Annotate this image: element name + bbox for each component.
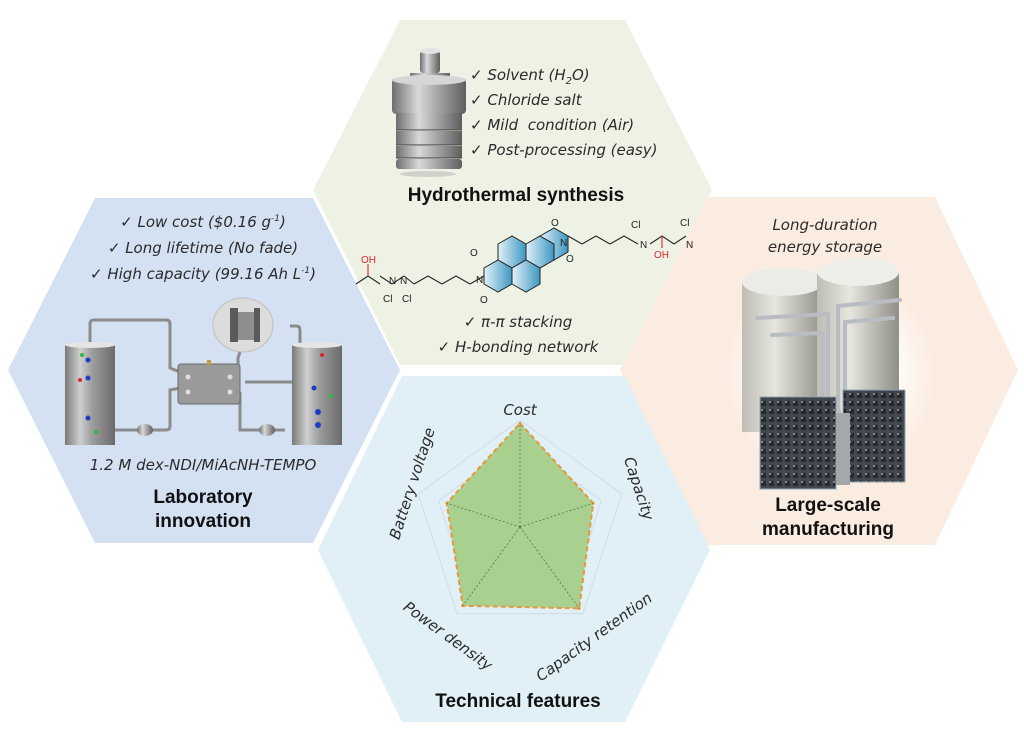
manufacturing-subtitle-line1: Long-duration	[772, 216, 877, 234]
radar-point-cost	[518, 421, 522, 425]
chloride-3: Cl	[680, 218, 689, 229]
synthesis-check-postprocessing: ✓ Post-processing (easy)	[470, 141, 657, 159]
lab-title-line1: Laboratory	[153, 487, 253, 508]
autoclave-icon	[392, 48, 466, 177]
lab-check-capacity: ✓ High capacity (99.16 Ah L-1)	[90, 265, 316, 283]
dex-ndi-molecule: OH N O O N Cl N Cl OH N O O N Cl N Cl	[355, 218, 693, 306]
carbonyl-o-right: O	[566, 254, 574, 265]
carbonyl-o-bottom: O	[480, 295, 488, 306]
features-title: Technical features	[435, 691, 600, 712]
hydroxyl-label-right: OH	[654, 250, 669, 261]
hydroxyl-label-left: OH	[361, 255, 376, 266]
ammonium-n-0: N	[389, 276, 396, 287]
radar-spoke-power-density	[462, 526, 521, 607]
imide-n-right: N	[560, 238, 567, 249]
naphthalene-diimide-core	[483, 227, 569, 293]
radar-grid-ring	[417, 419, 623, 615]
ammonium-n-2: N	[640, 240, 647, 251]
radar-spoke-battery-voltage	[446, 502, 521, 528]
manufacturing-title-line2: manufacturing	[762, 519, 894, 540]
radar-spokes	[446, 423, 594, 609]
carbonyl-o-top: O	[551, 218, 559, 229]
synthesis-checklist: ✓ Solvent (H2O) ✓ Chloride salt ✓ Mild c…	[470, 66, 657, 159]
synthesis-check-salt: ✓ Chloride salt	[470, 91, 583, 109]
radar-label-cost: Cost	[503, 401, 537, 419]
chloride-1: Cl	[402, 294, 411, 305]
synthesis-interactions: ✓ π-π stacking ✓ H-bonding network	[438, 313, 600, 356]
chloride-2: Cl	[631, 220, 640, 231]
ammonium-n-3: N	[686, 240, 693, 251]
chloride-0: Cl	[383, 294, 392, 305]
h-bonding-item: ✓ H-bonding network	[438, 338, 600, 356]
manufacturing-subtitle-line2: energy storage	[768, 238, 882, 256]
electrolyte-label: 1.2 M dex-NDI/MiAcNH-TEMPO	[90, 456, 317, 474]
lab-check-cost: ✓ Low cost ($0.16 g-1)	[120, 213, 286, 231]
pi-stacking-item: ✓ π-π stacking	[464, 313, 573, 331]
ammonium-n-1: N	[400, 276, 407, 287]
synthesis-check-condition: ✓ Mild condition (Air)	[470, 116, 634, 134]
radar-spoke-capacity-retention	[519, 526, 580, 609]
imide-n-left: N	[476, 275, 483, 286]
lab-title-line2: innovation	[155, 511, 251, 532]
flow-battery-icon	[65, 297, 342, 445]
carbonyl-o-left: O	[470, 248, 478, 259]
radar-series-area	[445, 421, 595, 610]
synthesis-check-solvent: ✓ Solvent (H2O)	[470, 66, 590, 87]
synthesis-title: Hydrothermal synthesis	[408, 185, 624, 206]
radar-spoke-capacity	[519, 502, 594, 528]
lab-check-lifetime: ✓ Long lifetime (No fade)	[108, 239, 298, 257]
manufacturing-title-line1: Large-scale	[775, 495, 881, 516]
lab-checklist: ✓ Low cost ($0.16 g-1) ✓ Long lifetime (…	[90, 213, 316, 283]
storage-tanks-icon	[725, 258, 935, 490]
